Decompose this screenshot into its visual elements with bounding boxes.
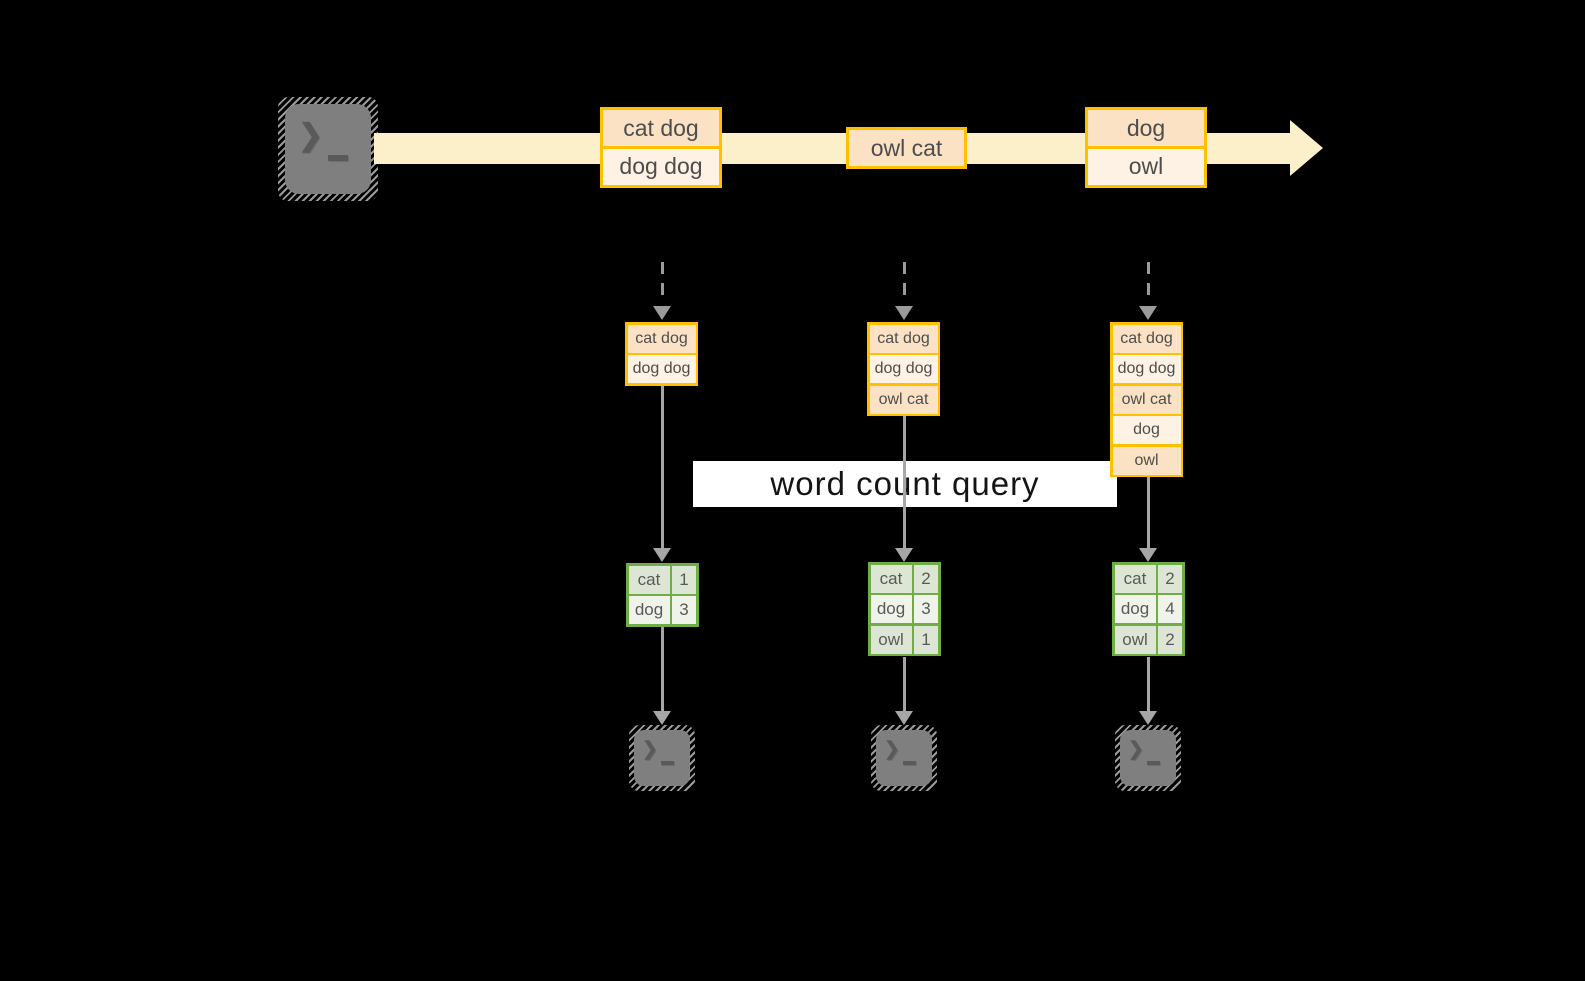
stream-event-word: dog dog <box>603 148 719 185</box>
count-word-cell: owl <box>870 625 912 654</box>
flow-arrowhead-icon <box>653 711 671 725</box>
stack-word-row: cat dog <box>627 324 696 353</box>
stream-event-box: owl cat <box>846 127 967 169</box>
stream-event-word: dog <box>1088 110 1204 146</box>
prompt-chevron-icon: ❯ <box>884 739 900 760</box>
count-value-cell: 2 <box>1158 625 1182 654</box>
dashed-arrowhead-icon <box>653 306 671 320</box>
terminal-body <box>876 730 932 786</box>
flow-arrowhead-icon <box>653 548 671 562</box>
count-word-cell: dog <box>628 596 670 624</box>
prompt-underscore-icon <box>903 761 916 765</box>
flow-arrow-line <box>902 657 906 711</box>
flow-arrowhead-icon <box>895 548 913 562</box>
stack-word-row: dog <box>1112 416 1181 444</box>
dashed-arrow-line <box>1146 262 1150 304</box>
stack-word-row: owl cat <box>869 385 938 414</box>
stream-event-word: owl cat <box>849 130 964 166</box>
sink-terminal-icon: ❯ <box>1115 725 1181 791</box>
stack-word-row: owl <box>1112 446 1181 475</box>
prompt-chevron-icon: ❯ <box>642 739 658 760</box>
terminal-body <box>285 104 371 194</box>
stack-word-row: dog dog <box>627 355 696 383</box>
count-value-cell: 2 <box>914 564 938 593</box>
sink-terminal-icon: ❯ <box>629 725 695 791</box>
dashed-arrow-line <box>660 262 664 304</box>
count-value-cell: 3 <box>672 596 696 624</box>
count-value-cell: 1 <box>672 565 696 594</box>
flow-arrow-line <box>1146 657 1150 711</box>
stack-word-row: dog dog <box>869 355 938 383</box>
count-word-cell: cat <box>628 565 670 594</box>
stream-event-word: owl <box>1088 148 1204 185</box>
stream-event-word: cat dog <box>603 110 719 146</box>
flow-arrow-line <box>660 385 664 548</box>
stack-word-row: cat dog <box>869 324 938 353</box>
count-word-cell: dog <box>1114 595 1156 623</box>
prompt-chevron-icon: ❯ <box>1128 739 1144 760</box>
stream-arrowhead-icon <box>1290 120 1323 176</box>
dashed-arrowhead-icon <box>1139 306 1157 320</box>
prompt-underscore-icon <box>661 761 674 765</box>
flow-arrowhead-icon <box>1139 711 1157 725</box>
source-terminal-icon: ❯ <box>278 97 378 201</box>
dashed-arrowhead-icon <box>895 306 913 320</box>
count-value-cell: 1 <box>914 625 938 654</box>
count-word-cell: cat <box>870 564 912 593</box>
count-value-cell: 4 <box>1158 595 1182 623</box>
stack-word-row: cat dog <box>1112 324 1181 353</box>
prompt-underscore-icon <box>328 155 348 161</box>
count-word-cell: dog <box>870 595 912 623</box>
count-word-cell: cat <box>1114 564 1156 593</box>
prompt-underscore-icon <box>1147 761 1160 765</box>
stack-word-row: dog dog <box>1112 355 1181 383</box>
sink-terminal-icon: ❯ <box>871 725 937 791</box>
count-value-cell: 3 <box>914 595 938 623</box>
prompt-chevron-icon: ❯ <box>298 119 324 152</box>
flow-arrow-line <box>660 627 664 711</box>
count-word-cell: owl <box>1114 625 1156 654</box>
terminal-body <box>634 730 690 786</box>
count-value-cell: 2 <box>1158 564 1182 593</box>
flow-arrow-line <box>902 416 906 548</box>
flow-arrow-line <box>1146 477 1150 548</box>
dashed-arrow-line <box>902 262 906 304</box>
terminal-body <box>1120 730 1176 786</box>
flow-arrowhead-icon <box>1139 548 1157 562</box>
flow-arrowhead-icon <box>895 711 913 725</box>
stack-word-row: owl cat <box>1112 385 1181 414</box>
